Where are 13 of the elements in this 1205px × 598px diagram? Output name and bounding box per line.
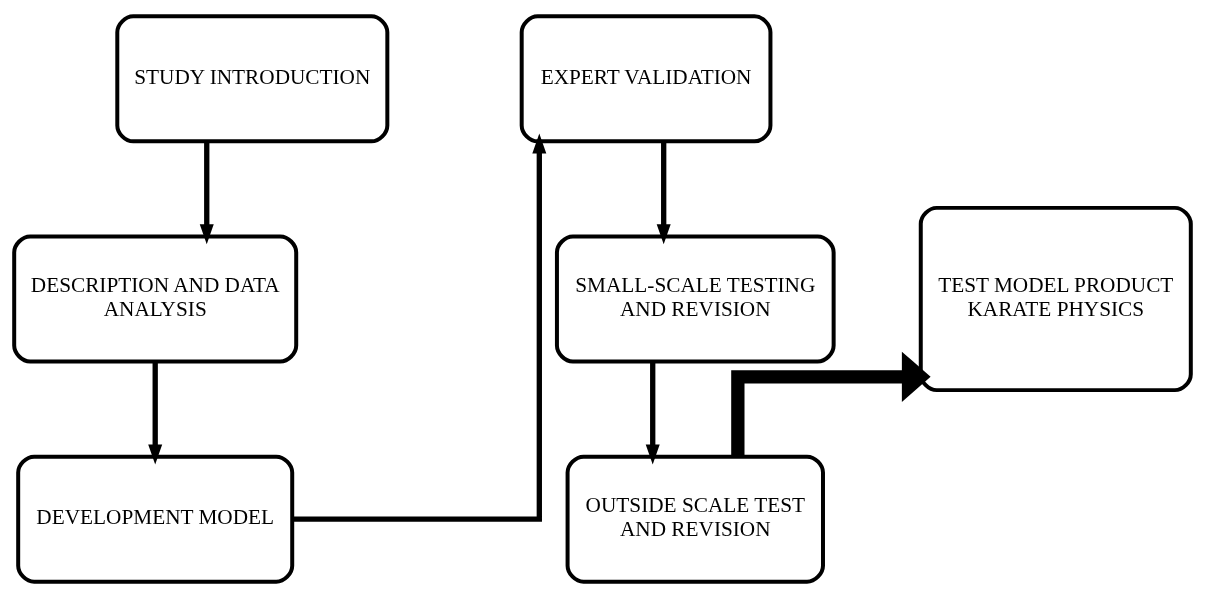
node-box: OUTSIDE SCALE TEST AND REVISION — [565, 454, 825, 584]
arrow — [645, 362, 660, 465]
arrow — [199, 141, 214, 245]
node-box: DEVELOPMENT MODEL — [16, 454, 295, 584]
arrow — [148, 362, 163, 465]
node-box: SMALL-SCALE TESTING AND REVISION — [554, 234, 836, 364]
arrow — [731, 351, 931, 457]
node-box: EXPERT VALIDATION — [519, 14, 773, 144]
node-box: STUDY INTRODUCTION — [115, 14, 390, 144]
node-box: TEST MODEL PRODUCT KARATE PHYSICS — [918, 205, 1193, 393]
arrow — [656, 141, 671, 245]
node-box: DESCRIPTION AND DATA ANALYSIS — [12, 234, 299, 364]
arrow — [292, 133, 547, 522]
